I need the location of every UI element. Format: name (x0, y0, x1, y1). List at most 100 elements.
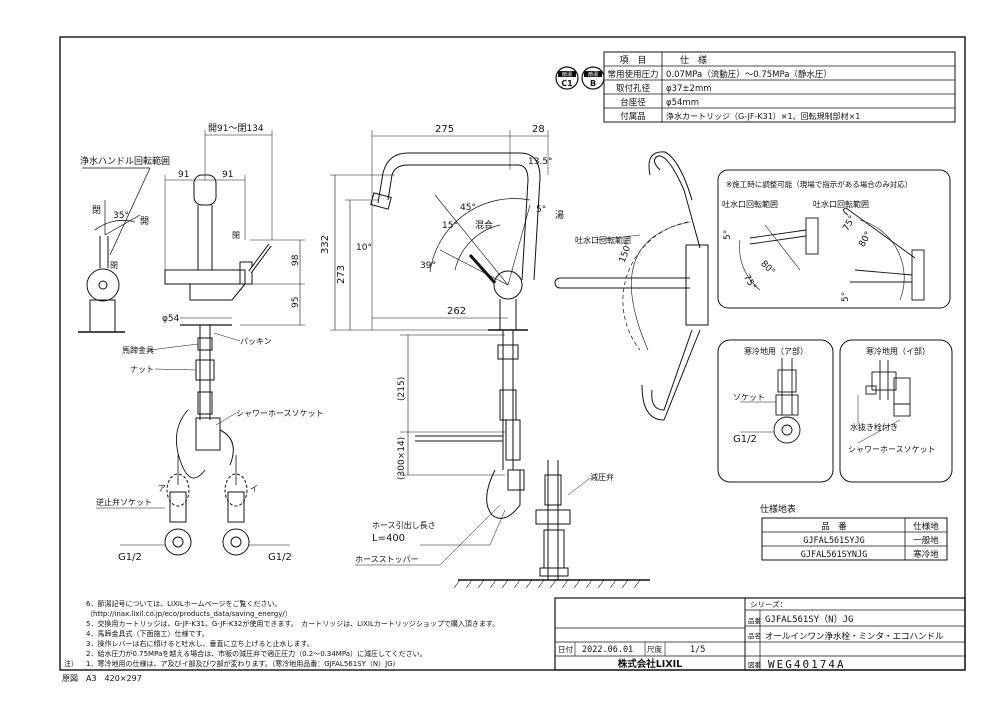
side-view: 浄水ハンドル回転範囲 (78, 155, 170, 333)
title-name: オールインワン浄水栓・ミンタ・エコハンドル (765, 631, 944, 642)
dim-273: 273 (336, 265, 347, 284)
side-view-title: 浄水ハンドル回転範囲 (80, 155, 170, 167)
front-close-label: 閉 (232, 231, 240, 240)
adj-a80: 80° (758, 259, 776, 277)
dim-300: (300×14) (397, 437, 407, 480)
note-line: 5．交換用カートリッジは、G-JF-K31、G-JF-K32が使用できます。 カ… (86, 619, 499, 628)
svg-text:B: B (590, 79, 596, 88)
front-view (96, 130, 305, 556)
spec-row-item: 取付孔径 (616, 83, 651, 94)
spout-view-title: 吐水口回転範囲 (575, 235, 631, 245)
mix-label: 混合 (475, 219, 493, 231)
title-scale: 1/5 (690, 645, 705, 655)
side-close2-label: 閉 (110, 261, 118, 270)
dim-5: 5° (536, 205, 546, 215)
model-header: 品 番 (821, 521, 847, 532)
nut-label: ナット (130, 365, 154, 374)
spec-row-item: 台座径 (620, 97, 646, 108)
notes: 6．節湯記号については、LIXILホームページをご覧ください。 （http://… (64, 599, 499, 668)
side-close-label: 閉 (92, 205, 101, 216)
spec-row-item: 常用使用圧力 (607, 69, 658, 80)
dim-275: 275 (435, 124, 454, 135)
horse-shoe-label: 馬蹄金具 (122, 345, 154, 355)
pressure-valve-label: 減圧弁 (590, 472, 614, 482)
dim-15: 15° (442, 221, 458, 231)
title-block: シリーズ： 品番 GJFAL561SY（N）JG 品名 オールインワン浄水栓・ミ… (554, 597, 966, 671)
badge-b: 節湯 B (581, 66, 605, 90)
scale-label: 尺度 (647, 644, 662, 654)
model-table-title: 仕様地表 (760, 503, 796, 515)
cold-i-shower: シャワーホースソケット (848, 445, 936, 454)
series-label: シリーズ： (750, 599, 787, 609)
spec-row-value: 0.07MPa（流動圧）～0.75MPa（静水圧） (666, 69, 832, 80)
front-dia54: φ54 (162, 314, 180, 324)
cold-i-drawing (857, 360, 911, 444)
adj-a75: 75° (741, 273, 758, 292)
g-left-label: G1/2 (118, 552, 142, 563)
model-table: 品 番 仕様地 GJFAL561SYJG 一般地 GJFAL561SYNJG 寒… (761, 517, 948, 561)
title-date: 2022.06.01 (582, 645, 633, 655)
area-row: 一般地 (913, 535, 939, 546)
note-line: 2．給水圧力が0.75MPaを越える場合は、市販の減圧弁で適正圧力（0.2～0.… (86, 649, 427, 658)
spec-row-value: 浄水カートリッジ（G-JF-K31）×1、回転規制部材×1 (666, 111, 860, 121)
g-right-label: G1/2 (268, 552, 292, 563)
spec-row-item: 付属品 (620, 111, 646, 122)
adjust-diagrams (739, 207, 925, 301)
hot-label: 湯 (555, 210, 564, 221)
company-name: 株式会社LIXIL (618, 658, 683, 670)
part-i-label: イ (250, 484, 258, 493)
model-row: GJFAL561SYNJG (801, 550, 868, 560)
note-line: 6．節湯記号については、LIXILホームページをご覧ください。 (86, 599, 281, 608)
badge-c1: 節湯 C1 (555, 66, 579, 90)
cold-a-socket: ソケット (733, 393, 765, 402)
cold-i-box (839, 339, 953, 483)
dim-39: 39° (420, 261, 436, 271)
model-row: GJFAL561SYJG (803, 536, 864, 546)
svg-text:節湯: 節湯 (562, 71, 572, 78)
side-angle-label: 35° (113, 211, 129, 221)
spec-row-value: φ37±2mm (666, 84, 712, 94)
model-label: 品番 (748, 617, 762, 625)
adjust-box (717, 169, 951, 309)
dim-262: 262 (447, 306, 466, 317)
note-prefix: 注） (64, 659, 78, 668)
spec-table: 項 目 仕 様 常用使用圧力 0.07MPa（流動圧）～0.75MPa（静水圧）… (603, 51, 956, 123)
cold-a-box (717, 339, 834, 483)
note-line: 4．馬蹄金具式（下面施工）仕様です。 (86, 629, 209, 638)
svg-text:C1: C1 (561, 79, 573, 88)
area-header: 仕様地 (913, 521, 939, 532)
sheet-border (59, 36, 966, 671)
adj-b80: 80° (857, 230, 874, 249)
dim-13-5: 13.5° (528, 157, 553, 167)
adjust-left-title: 吐水口回転範囲 (722, 199, 778, 209)
svg-text:節湯: 節湯 (588, 71, 598, 78)
adj-b75: 75° (841, 214, 858, 233)
adj-b5: 5° (841, 292, 851, 302)
hose-stopper-label: ホースストッパー (355, 555, 419, 564)
cold-i-title: 寒冷地用（イ部） (866, 346, 930, 356)
part-a-label: ア (158, 484, 166, 493)
note-line: 3．操作レバーは右に傾けると吐水し、垂直に立ち上げると止水します。 (86, 639, 314, 648)
cold-a-title: 寒冷地用（ア部） (744, 346, 808, 356)
note-line: （http://inax.lixil.co.jp/eco/products_da… (86, 610, 292, 618)
adj-a5: 5° (723, 230, 733, 240)
check-socket-label: 逆止弁ソケット (96, 497, 152, 507)
dim-28: 28 (532, 124, 545, 135)
front-dim-95: 95 (291, 297, 301, 308)
dim-10: 10° (356, 243, 372, 253)
name-label: 品名 (748, 631, 761, 640)
shower-socket-label: シャワーホースソケット (236, 409, 324, 418)
cold-i-drain: 水抜き栓付き (850, 422, 898, 432)
front-top-dim: 開91～閉134 (208, 123, 264, 134)
front-dim-left: 91 (178, 170, 189, 180)
spec-header-item: 項 目 (619, 55, 646, 66)
packing-label: パッキン (240, 337, 272, 346)
area-row: 寒冷地 (913, 549, 939, 560)
drawing-label: 図番 (748, 661, 762, 669)
adjust-right-title: 吐水口回転範囲 (813, 199, 869, 209)
footer-paper-size: 原図 A3 420×297 (62, 674, 142, 683)
section-view (330, 130, 650, 589)
side-open-label: 開 (140, 216, 149, 227)
drawing-number: WEG40174A (768, 658, 846, 671)
